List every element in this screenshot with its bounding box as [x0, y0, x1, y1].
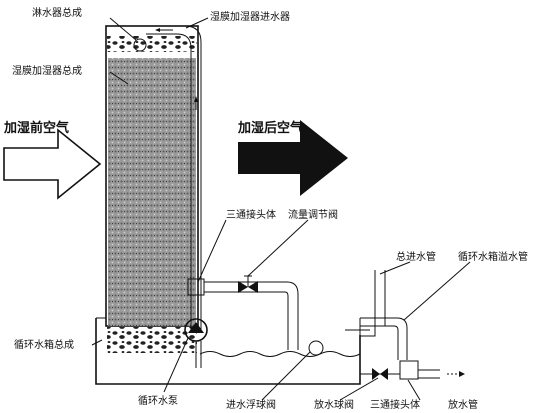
wet-media-fill: [108, 58, 196, 326]
humidifier-column: [105, 25, 199, 353]
circulation-pump: [184, 318, 208, 368]
label-main-inlet: 总进水管: [396, 250, 436, 263]
spray-nozzle: [133, 38, 147, 52]
label-air-after: 加湿后空气: [237, 120, 303, 136]
float-ball: [308, 340, 324, 356]
label-humidifier-assembly: 湿膜加湿器总成: [12, 64, 82, 77]
inlet-overflow-pipes: [345, 270, 465, 380]
leader-lines: [91, 17, 471, 401]
label-tee-upper: 三通接头体: [226, 208, 276, 221]
upper-tee-fitting: [187, 278, 205, 296]
label-air-before: 加湿前空气: [3, 120, 69, 136]
label-drain-pipe: 放水管: [448, 398, 478, 411]
label-pump: 循环水泵: [138, 394, 178, 407]
label-flow-valve: 流量调节阀: [288, 208, 338, 221]
label-drain-ball-valve: 放水球阀: [314, 398, 354, 411]
label-float-valve: 进水浮球阀: [226, 398, 276, 411]
label-humidifier-inlet: 湿膜加湿器进水器: [210, 11, 290, 23]
riser-pipe: [146, 25, 202, 330]
top-pebble-layer: [107, 36, 197, 52]
air-out-arrow: [238, 120, 348, 196]
water-surface: [199, 351, 361, 357]
label-tank-assembly: 循环水箱总成: [14, 338, 74, 351]
label-tee-lower: 三通接头体: [370, 398, 420, 411]
branch-pipe: [204, 275, 299, 350]
air-in-arrow: [3, 128, 102, 200]
label-spray-header: 淋水器总成: [32, 6, 82, 19]
bottom-pebble-layer: [107, 327, 197, 353]
circulation-tank: [95, 317, 361, 385]
label-tank-overflow: 循环水箱溢水管: [458, 250, 528, 263]
